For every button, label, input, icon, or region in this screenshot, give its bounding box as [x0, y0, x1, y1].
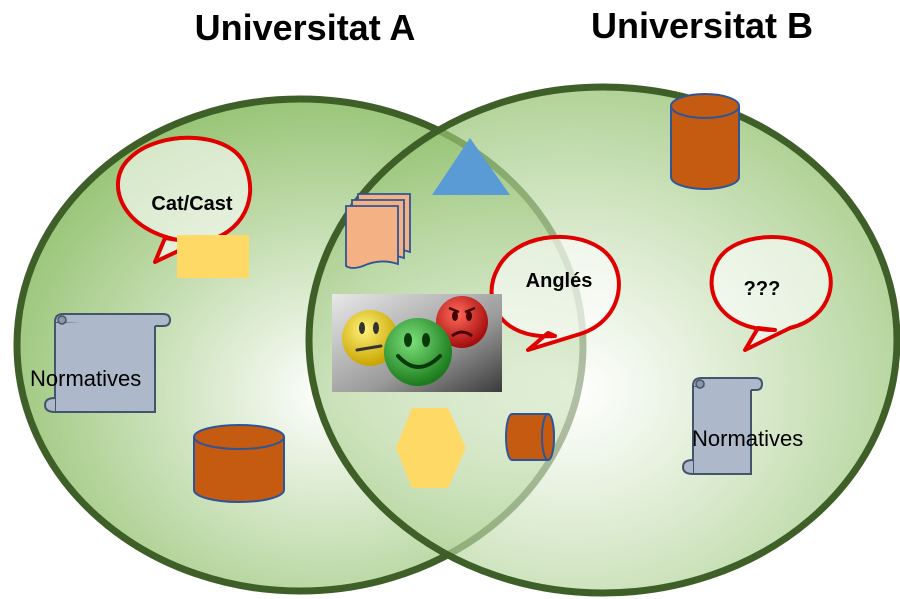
cylinder-b: [670, 93, 740, 190]
scroll-a-label: Normatives: [30, 366, 141, 391]
title-universitat-a: Universitat A: [195, 7, 416, 48]
speech-bubble-b-text: ???: [744, 278, 781, 300]
emoticon-photo: [332, 294, 502, 392]
title-universitat-b: Universitat B: [591, 5, 813, 46]
scroll-a: [43, 313, 172, 413]
documents-stack-icon: [345, 193, 411, 269]
yellow-hexagon: [396, 408, 466, 488]
blue-triangle: [432, 138, 510, 195]
speech-bubble-a: [115, 135, 252, 264]
speech-bubble-shared-text: Anglés: [526, 270, 593, 292]
scroll-b-label: Normatives: [692, 426, 803, 451]
yellow-rectangle: [177, 235, 249, 278]
scroll-b: [681, 377, 764, 475]
cylinder-a: [193, 424, 285, 503]
cylinder-small-shared: [505, 413, 555, 461]
speech-bubble-b: [709, 235, 833, 352]
happy-face-icon: [384, 318, 452, 386]
speech-bubble-a-text: Cat/Cast: [151, 193, 232, 215]
